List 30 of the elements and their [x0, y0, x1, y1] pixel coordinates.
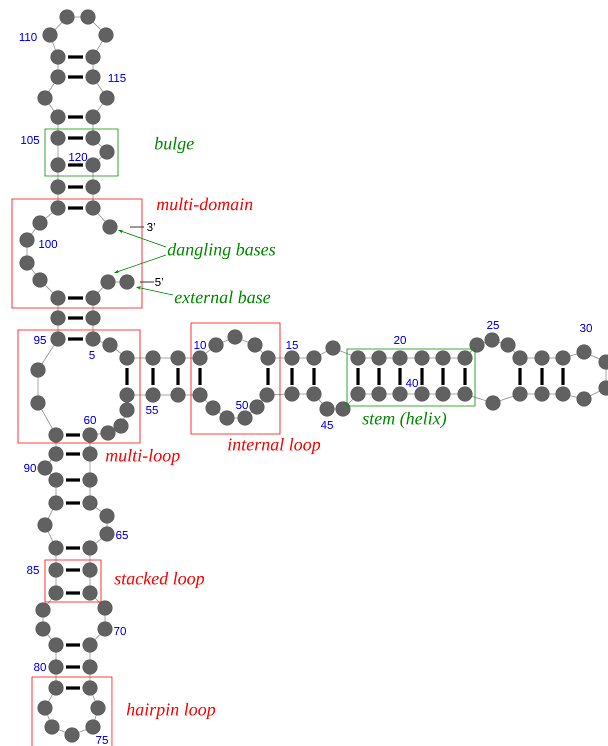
- node-label: stacked loop: [114, 572, 204, 588]
- node-label: stem (helix): [362, 412, 446, 428]
- base-number: 110: [20, 32, 37, 42]
- base-number: 45: [320, 421, 333, 430]
- base-number: 65: [116, 530, 128, 540]
- base-number: 75: [96, 736, 108, 744]
- node-label: multi-loop: [106, 448, 180, 466]
- base-number: 30: [580, 324, 592, 332]
- callout-text: dangling bases: [168, 242, 276, 260]
- base-number: 95: [34, 336, 46, 344]
- callout-text: external base: [174, 290, 270, 304]
- base-number: 55: [146, 406, 158, 414]
- base-number: 70: [114, 626, 126, 636]
- base-number: 40: [406, 378, 418, 388]
- end-label: 5’: [155, 278, 163, 286]
- base-number: 100: [39, 240, 58, 248]
- end-label: 3’: [147, 222, 155, 232]
- node-label: bulge: [154, 136, 194, 154]
- loop-box: stacked loop: [44, 560, 204, 602]
- node-label: multi-domain: [156, 198, 252, 210]
- base-number: 60: [84, 416, 96, 424]
- node-label: hairpin loop: [126, 702, 216, 720]
- base-number: 115: [108, 74, 126, 82]
- base-number: 5: [89, 351, 95, 360]
- base-number: 90: [24, 464, 36, 472]
- node-label: internal loop: [228, 438, 320, 454]
- base-number: 10: [194, 340, 206, 350]
- base-number: 120: [69, 152, 88, 162]
- base-number: 25: [487, 320, 499, 330]
- base-number: 50: [236, 400, 248, 410]
